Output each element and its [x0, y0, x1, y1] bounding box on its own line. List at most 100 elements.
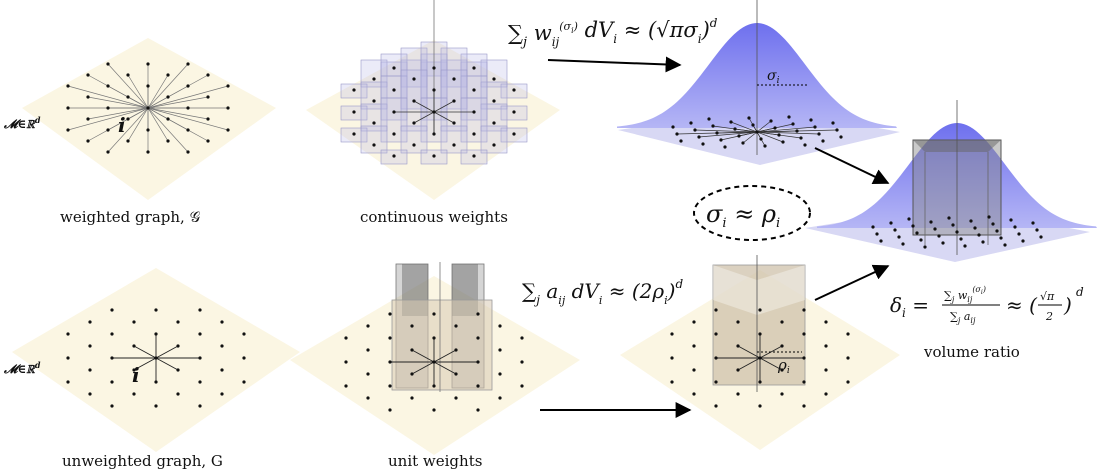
lattice-node [911, 224, 915, 228]
lattice-node [154, 356, 158, 360]
lattice-node [472, 66, 476, 70]
lattice-node [737, 134, 741, 138]
lattice-node [206, 73, 210, 77]
lattice-node [955, 230, 959, 234]
lattice-node [198, 332, 202, 336]
box-panel: ρi [620, 255, 900, 450]
lattice-node [736, 320, 740, 324]
lattice-node [492, 143, 496, 147]
lattice-node [802, 308, 806, 312]
lattice-node [366, 372, 370, 376]
lattice-node [747, 116, 751, 120]
lattice-node [701, 142, 705, 146]
unit-edges [390, 338, 478, 386]
lattice-node [755, 130, 759, 134]
lattice-node [831, 121, 835, 125]
lattice-edge [147, 107, 189, 153]
lattice-node [226, 106, 230, 110]
lattice-node [392, 88, 396, 92]
lattice-node [472, 132, 476, 136]
lattice-node [697, 135, 701, 139]
lattice-node [154, 404, 158, 408]
lattice-edge [433, 100, 455, 113]
lattice-node [758, 404, 762, 408]
lattice-node [454, 396, 458, 400]
lattice-node [432, 408, 436, 412]
svg-text:d: d [1076, 285, 1084, 299]
svg-text:σi ≈ ρi: σi ≈ ρi [706, 200, 780, 231]
lattice-edge [737, 345, 761, 359]
lattice-node [206, 139, 210, 143]
lattice-node [126, 73, 130, 77]
lattice-node [472, 110, 476, 114]
lattice-node [110, 332, 114, 336]
lattice-node [689, 121, 693, 125]
lattice-node [146, 150, 150, 154]
svg-text:≈ (: ≈ ( [1006, 293, 1038, 317]
svg-text:∑j aij dVi ≈ (2ρi)d: ∑j aij dVi ≈ (2ρi)d [522, 277, 683, 307]
lattice-node [520, 336, 524, 340]
lattice-node [498, 324, 502, 328]
lattice-node [66, 380, 70, 384]
lattice-node [126, 117, 130, 121]
unweighted-graph-panel: 𝓜∈ℝd i unweighted graph, G [3, 268, 300, 470]
lattice-node [758, 308, 762, 312]
lattice-node [692, 320, 696, 324]
lattice-node [106, 150, 110, 154]
lattice-node [198, 356, 202, 360]
lattice-node [937, 234, 941, 238]
lattice-node [512, 110, 516, 114]
continuous-edges [394, 90, 474, 134]
lattice-edge [756, 131, 820, 135]
lattice-node [392, 66, 396, 70]
gaussian-panel: σi [617, 0, 900, 165]
lattice-node [472, 154, 476, 158]
lattice-node [871, 225, 875, 229]
lattice-node [412, 99, 416, 103]
lattice-node [897, 235, 901, 239]
lattice-node [707, 117, 711, 121]
lattice-node [110, 356, 114, 360]
lattice-edge [756, 127, 776, 133]
lattice-node [88, 320, 92, 324]
lattice-node [126, 139, 130, 143]
lattice-edge [413, 111, 435, 124]
lattice-node [889, 221, 893, 225]
lattice-node [907, 217, 911, 221]
lattice-node [692, 368, 696, 372]
lattice-node [821, 139, 825, 143]
sigma-label: σi [767, 68, 780, 86]
lattice-node [780, 392, 784, 396]
lattice-node [492, 77, 496, 81]
lattice-edge [133, 345, 157, 359]
lattice-node [809, 118, 813, 122]
weight-slab [360, 103, 388, 132]
lattice-node [198, 404, 202, 408]
lattice-node [923, 245, 927, 249]
lattice-node [388, 312, 392, 316]
lattice-edge [107, 107, 149, 153]
lattice-node [154, 380, 158, 384]
lattice-node [977, 233, 981, 237]
lattice-node [476, 336, 480, 340]
lattice-node [432, 336, 436, 340]
lattice-node [512, 132, 516, 136]
lattice-node [472, 88, 476, 92]
lattice-node [106, 106, 110, 110]
lattice-node [714, 332, 718, 336]
lattice-node [146, 84, 150, 88]
lattice-node [352, 110, 356, 114]
lattice-node [729, 120, 733, 124]
weight-slab [480, 103, 508, 132]
lattice-node [846, 356, 850, 360]
svg-text:): ) [1063, 293, 1072, 317]
unit-weights-panel: unit weights [290, 262, 580, 470]
lattice-node [773, 126, 777, 130]
lattice-node [392, 154, 396, 158]
lattice-node [432, 66, 436, 70]
lattice-node [344, 384, 348, 388]
lattice-node [675, 132, 679, 136]
rho-label: ρi [777, 356, 790, 376]
lattice-node [799, 136, 803, 140]
lattice-node [781, 140, 785, 144]
